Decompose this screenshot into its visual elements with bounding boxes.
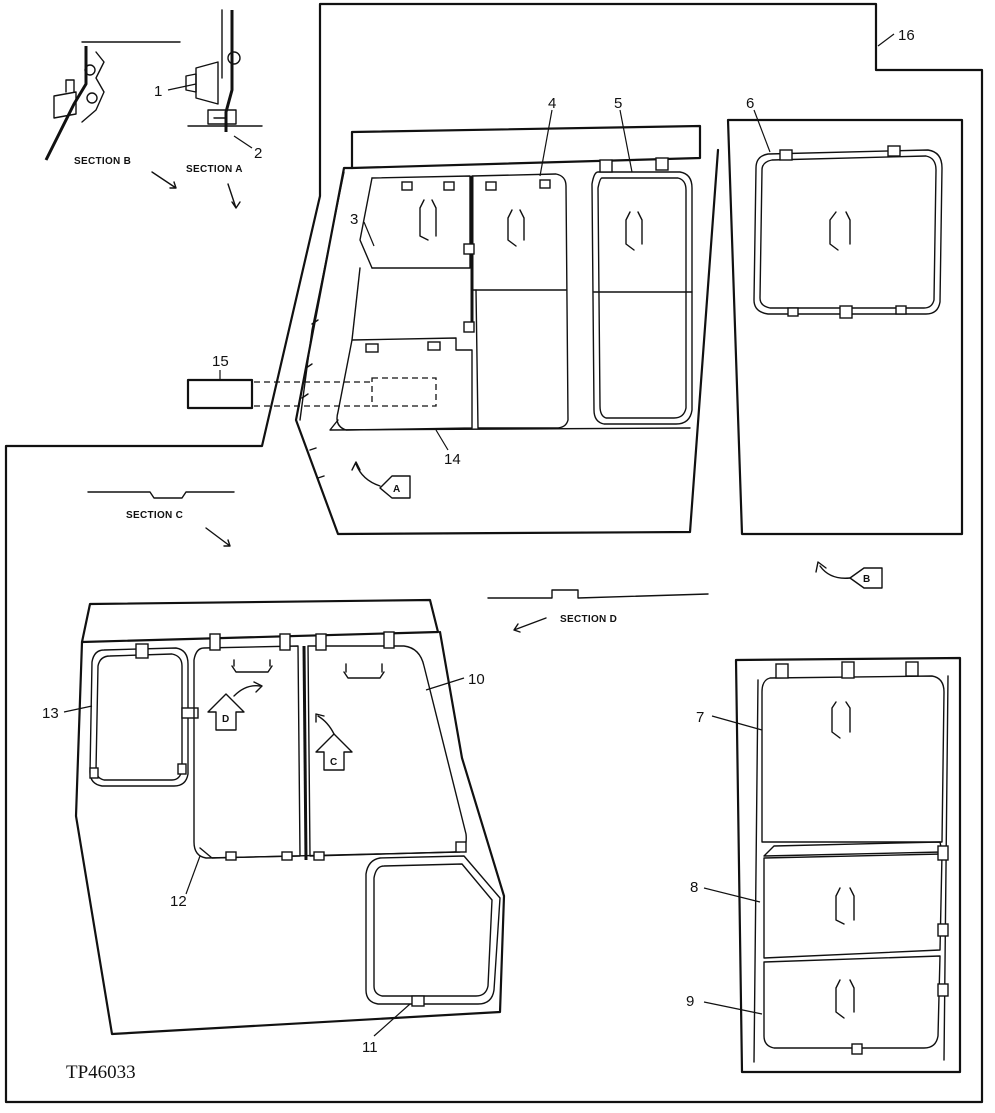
view-marker-d: D <box>222 714 230 725</box>
callout-16: 16 <box>898 27 915 44</box>
section-c-view <box>74 598 506 1036</box>
section-a-arrow <box>227 183 241 209</box>
callout-5: 5 <box>614 95 622 112</box>
figure-id: TP46033 <box>66 1062 136 1083</box>
callout-4: 4 <box>548 95 556 112</box>
section-b-label: SECTION B <box>74 156 131 167</box>
callout-1: 1 <box>154 83 162 100</box>
section-d-label: SECTION D <box>560 614 617 625</box>
section-c-line <box>87 491 235 499</box>
section-d-line <box>487 589 709 599</box>
callout-9: 9 <box>686 993 694 1010</box>
callout-15: 15 <box>212 353 229 370</box>
view-marker-b: B <box>863 574 871 585</box>
section-a-label: SECTION A <box>186 164 243 175</box>
callout-11: 11 <box>362 1039 378 1056</box>
section-d-view <box>734 656 962 1074</box>
callout-13: 13 <box>42 705 59 722</box>
view-marker-a: A <box>393 484 401 495</box>
section-c-arrow <box>205 527 231 547</box>
callout-12: 12 <box>170 893 187 910</box>
callout-3: 3 <box>350 211 358 228</box>
section-c-label: SECTION C <box>126 510 183 521</box>
callout-14: 14 <box>444 451 461 468</box>
callout-8: 8 <box>690 879 698 896</box>
cab-main-view <box>254 124 720 536</box>
section-a-detail <box>185 9 263 132</box>
view-marker-c: C <box>330 757 338 768</box>
section-b-arrow <box>151 171 177 189</box>
section-d-arrow <box>513 617 547 633</box>
callout-2: 2 <box>254 145 262 162</box>
callout-7: 7 <box>696 709 704 726</box>
leader-lines <box>63 33 895 1037</box>
part-15-box <box>186 378 254 410</box>
section-b-view <box>726 118 964 589</box>
callout-6: 6 <box>746 95 754 112</box>
sheet-outline <box>4 2 984 1104</box>
section-b-detail <box>44 41 181 161</box>
callout-10: 10 <box>468 671 485 688</box>
